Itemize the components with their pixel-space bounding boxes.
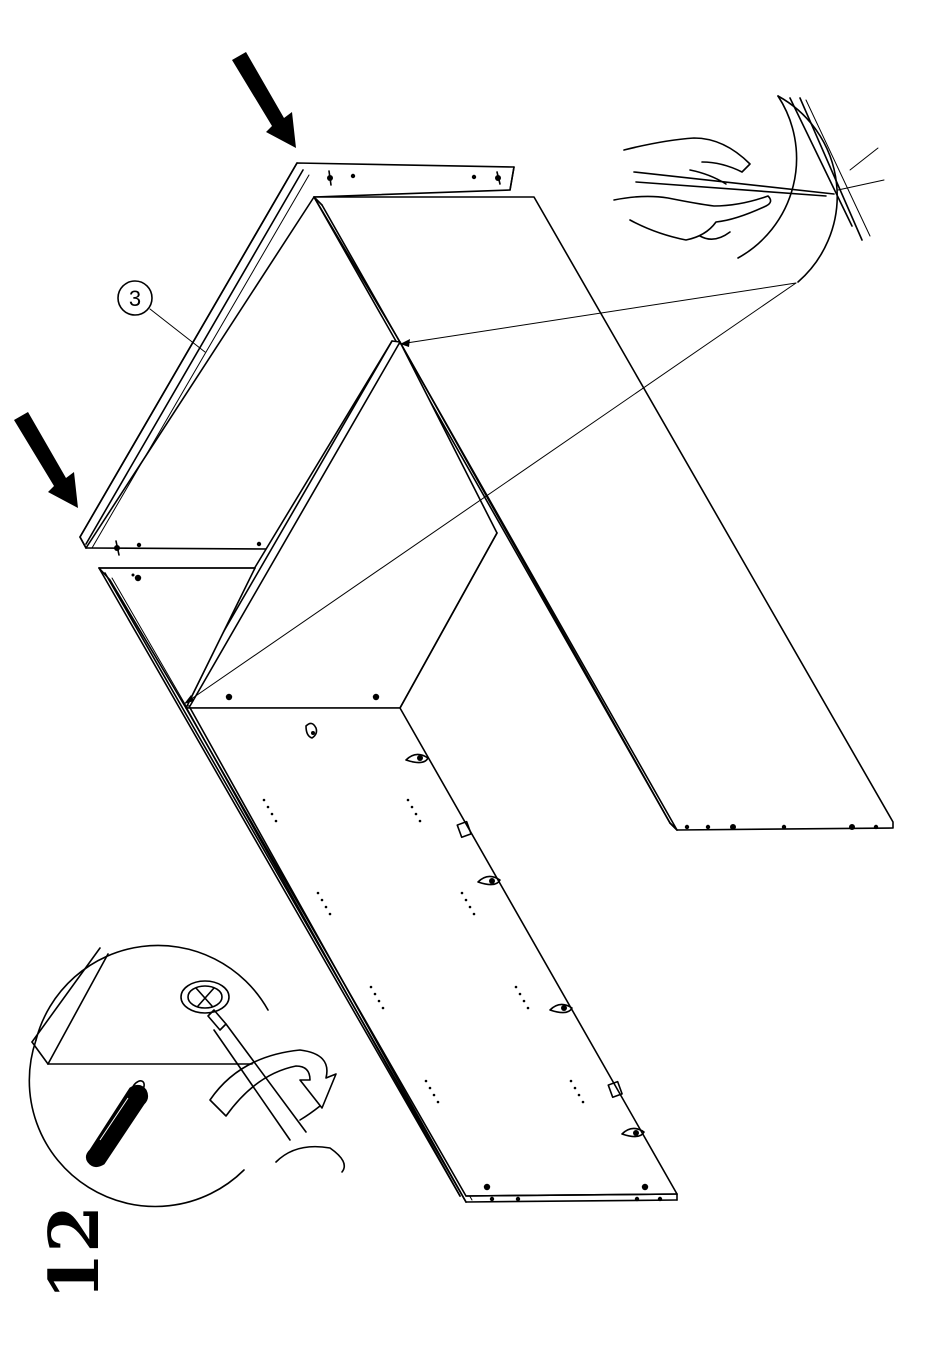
rotate-arrow-icon [210, 1050, 336, 1120]
panel-bottom-long [182, 700, 677, 1202]
step-number-label: 12 [35, 1205, 115, 1300]
hand-pressing-icon [614, 138, 834, 240]
callout-part-3: 3 [118, 281, 205, 352]
hole [137, 543, 141, 547]
dowel-bottom-1 [114, 541, 120, 555]
step-number: 12 [35, 1205, 115, 1300]
screwdriver-icon [208, 1010, 344, 1172]
arrow-down-right-icon [232, 52, 296, 148]
hole [472, 175, 476, 179]
callout-label: 3 [129, 286, 141, 311]
detail-screwdriver [29, 945, 344, 1206]
hole [257, 542, 261, 546]
detail-hand-press [614, 96, 884, 282]
hole [351, 174, 355, 178]
dowel-icon [86, 1079, 147, 1167]
cam-lock-icon [181, 981, 229, 1013]
arrow-down-right-icon [14, 412, 78, 508]
